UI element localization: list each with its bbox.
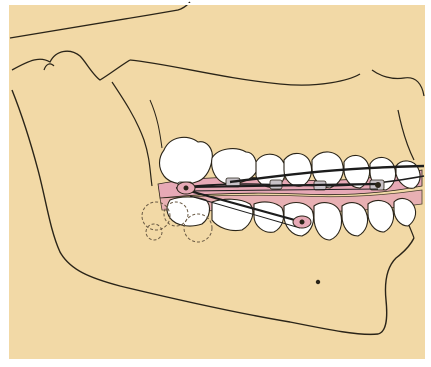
- upper-molar-1: [160, 137, 213, 184]
- upper-anchor-hook: [184, 186, 189, 191]
- upper-premolar-2: [284, 153, 312, 186]
- lower-anchor-hook: [300, 220, 305, 225]
- front-anchor-hook: [375, 182, 381, 188]
- mental-foramen: [316, 280, 320, 284]
